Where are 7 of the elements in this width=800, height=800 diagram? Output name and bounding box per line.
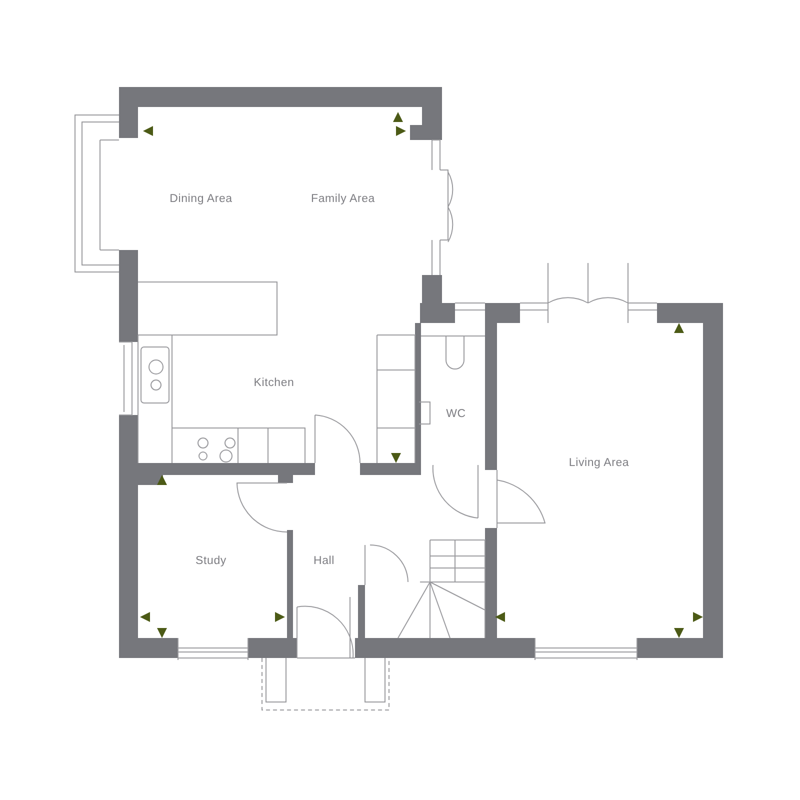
room-label: Kitchen bbox=[254, 377, 294, 389]
room-label: Family Area bbox=[311, 193, 375, 205]
room-label: Hall bbox=[314, 555, 334, 567]
room-label: WC bbox=[446, 408, 466, 420]
room-label: Dining Area bbox=[170, 193, 232, 205]
room-label: Study bbox=[196, 555, 226, 567]
room-label: Living Area bbox=[568, 457, 630, 469]
